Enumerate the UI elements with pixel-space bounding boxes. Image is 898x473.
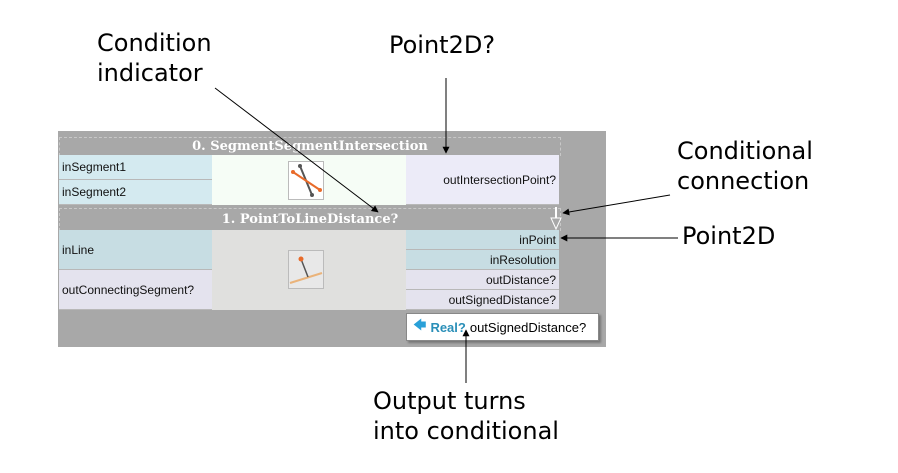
output-port[interactable]: outConnectingSegment? bbox=[59, 270, 212, 310]
block-0-title[interactable]: 0. SegmentSegmentIntersection bbox=[59, 137, 561, 156]
conditional-connection-icon bbox=[550, 217, 562, 231]
arrow bbox=[562, 194, 671, 216]
block-0-body[interactable] bbox=[212, 155, 406, 205]
arrow-left-icon: 🡄 bbox=[413, 317, 427, 332]
segment-intersection-icon bbox=[288, 161, 324, 200]
input-port[interactable]: inSegment2 bbox=[59, 180, 212, 205]
input-port[interactable]: inLine bbox=[59, 230, 212, 270]
tooltip-name: outSignedDistance? bbox=[469, 319, 587, 335]
port-tooltip: 🡄 Real? outSignedDistance? bbox=[406, 313, 599, 341]
input-port[interactable]: inResolution bbox=[406, 250, 559, 270]
annotation-point2d-optional: Point2D? bbox=[389, 31, 496, 59]
arrow bbox=[214, 87, 379, 213]
tooltip-type: Real? bbox=[430, 319, 466, 335]
output-port[interactable]: outIntersectionPoint? bbox=[406, 155, 559, 205]
annotation-point2d: Point2D bbox=[682, 222, 776, 250]
input-port[interactable]: inPoint bbox=[406, 230, 559, 250]
output-port[interactable]: outSignedDistance? bbox=[406, 290, 559, 310]
block-1-body[interactable] bbox=[212, 230, 406, 310]
input-port[interactable]: inSegment1 bbox=[59, 155, 212, 180]
point-line-distance-icon bbox=[288, 250, 324, 289]
output-port[interactable]: outDistance? bbox=[406, 270, 559, 290]
program-editor-panel: 0. SegmentSegmentIntersection inSegment1… bbox=[58, 131, 606, 347]
